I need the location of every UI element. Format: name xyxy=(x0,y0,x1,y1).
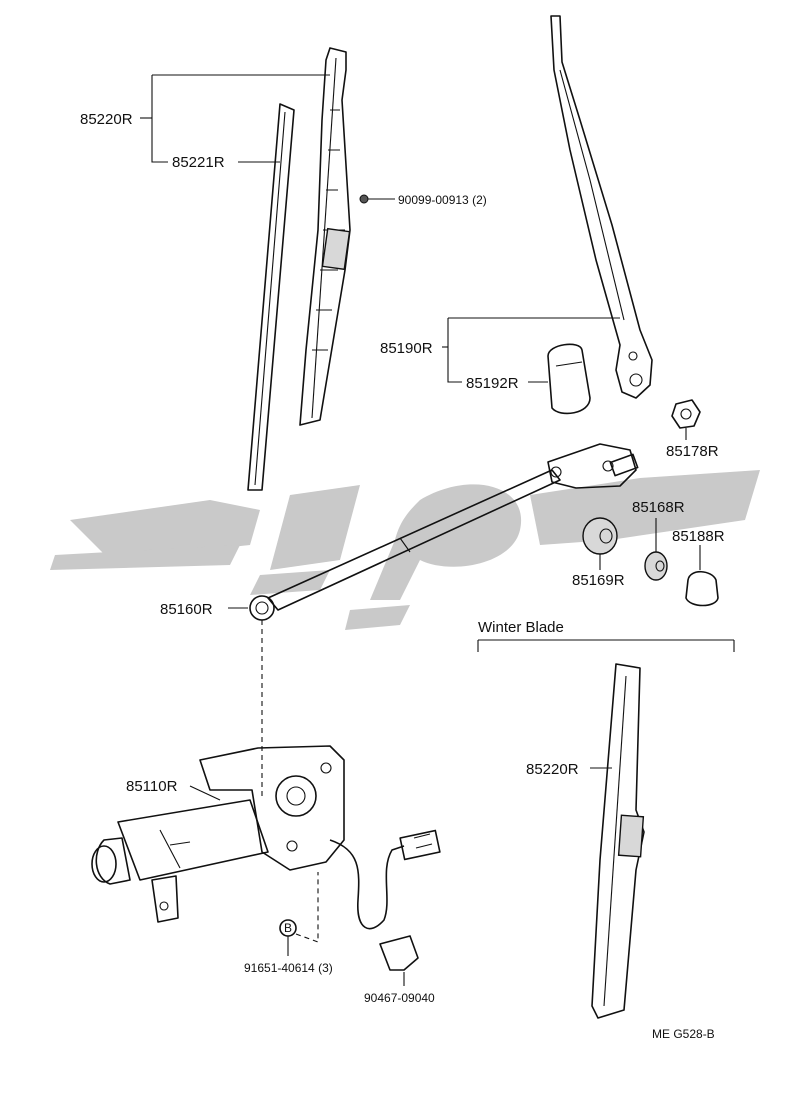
bolt-91651: B xyxy=(279,872,319,956)
label-91651: 91651-40614 (3) xyxy=(244,961,333,975)
cap-85192R xyxy=(547,343,591,415)
leader-85220R-top xyxy=(140,74,330,163)
label-85110R: 85110R xyxy=(126,778,178,795)
wiper-blade-85220R xyxy=(299,47,351,426)
label-85160R: 85160R xyxy=(160,601,213,618)
footer-code: ME G528-B xyxy=(652,1027,715,1041)
label-85221R: 85221R xyxy=(172,154,225,171)
label-85190R: 85190R xyxy=(380,340,433,357)
nut-85178R xyxy=(671,399,701,440)
leader-85110R xyxy=(189,785,221,801)
screw-90099 xyxy=(359,194,395,204)
bolt-marker-icon: B xyxy=(284,921,292,935)
winter-blade-bracket xyxy=(477,639,735,652)
label-85220R-winter: 85220R xyxy=(526,761,579,778)
leader-85190R xyxy=(442,317,620,383)
cap-85188R xyxy=(685,545,719,607)
wire-harness xyxy=(329,829,441,930)
label-90099: 90099-00913 (2) xyxy=(398,193,487,207)
bushing-85169R xyxy=(582,517,618,570)
link-rod-85160R xyxy=(249,443,639,621)
wiper-motor-85110R xyxy=(91,745,345,923)
wiper-arm-85190R xyxy=(550,15,653,399)
label-85192R: 85192R xyxy=(466,375,519,392)
winter-blade-85220R xyxy=(591,663,645,1019)
clip-90467 xyxy=(379,935,419,986)
label-85178R: 85178R xyxy=(666,443,719,460)
washer-85168R xyxy=(644,518,668,581)
wiper-blade-85221R xyxy=(247,103,295,491)
label-85220R-top: 85220R xyxy=(80,111,133,128)
label-85168R: 85168R xyxy=(632,499,685,516)
watermark-logo xyxy=(50,470,760,630)
label-85188R: 85188R xyxy=(672,528,725,545)
label-85169R: 85169R xyxy=(572,572,625,589)
label-winter-blade: Winter Blade xyxy=(478,619,564,636)
label-90467: 90467-09040 xyxy=(364,991,435,1005)
